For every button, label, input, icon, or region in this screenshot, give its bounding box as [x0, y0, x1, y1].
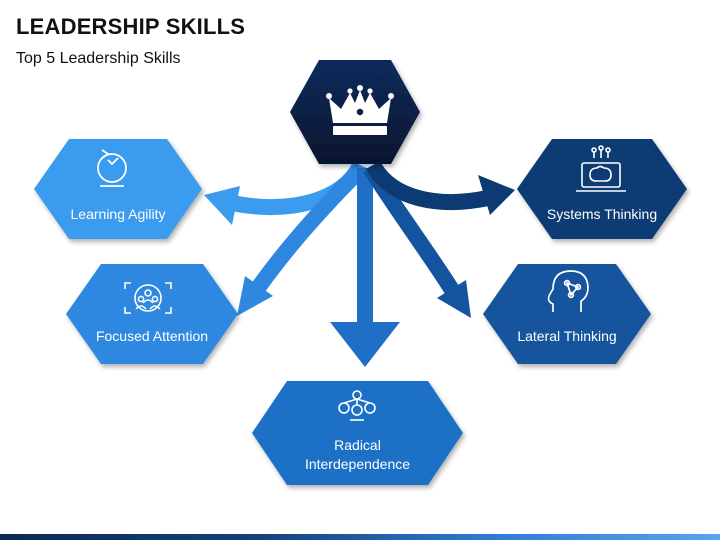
hex-systems-thinking: [517, 139, 687, 239]
connected-people-icon: [338, 390, 376, 421]
hex-learning-agility: [34, 139, 202, 239]
focused-attention-label: Focused Attention: [95, 328, 209, 344]
lateral-thinking-label: Lateral Thinking: [517, 328, 617, 344]
hex-focused-attention: [66, 264, 238, 364]
laptop-brain-icon: [576, 145, 626, 192]
hex-lateral-thinking: [483, 264, 651, 364]
focus-target-icon: [124, 282, 172, 314]
learning-agility-label: Learning Agility: [70, 206, 166, 222]
bottom-accent-bar: [0, 534, 720, 540]
hex-radical-interdependence: [252, 381, 463, 485]
arrow-to-systems-thinking: [365, 160, 515, 215]
arrow-to-radical-interdependence: [330, 168, 400, 367]
crown-icon: [326, 85, 394, 135]
systems-thinking-label: Systems Thinking: [546, 206, 658, 222]
arrow-to-focused-attention: [237, 162, 368, 316]
slide-title: LEADERSHIP SKILLS: [16, 14, 246, 39]
radical-interdependence-label: Radical Interdependence: [304, 437, 411, 472]
slide-subtitle: Top 5 Leadership Skills: [16, 50, 181, 67]
head-network-icon: [547, 270, 589, 312]
agility-cycle-icon: [97, 149, 127, 187]
